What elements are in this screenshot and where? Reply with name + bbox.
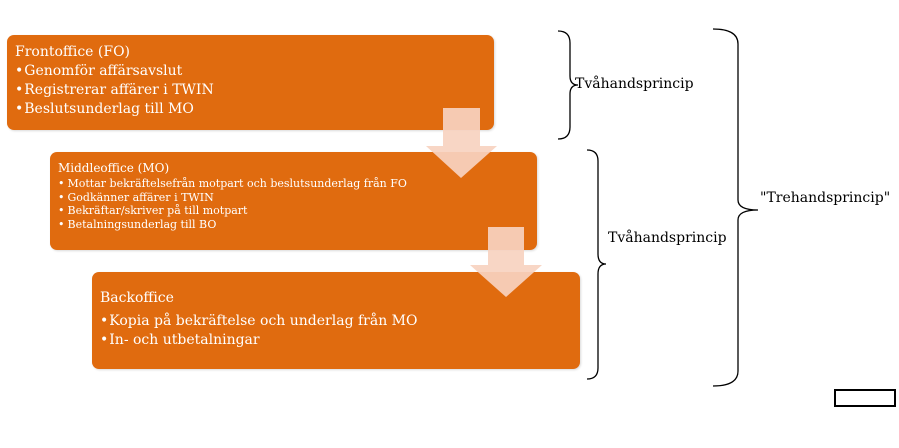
arrow-down-icon — [426, 108, 497, 178]
list-item: Bekräftar/skriver på till motpart — [58, 204, 529, 218]
arrow-down-icon — [470, 227, 542, 297]
backoffice-title: Backoffice — [100, 290, 174, 306]
two-hand-principle-label: Tvåhandsprincip — [608, 230, 727, 246]
brace-right-icon — [557, 30, 579, 140]
frontoffice-list: Genomför affärsavslut Registrerar affäre… — [15, 62, 486, 119]
frontoffice-box: Frontoffice (FO) Genomför affärsavslut R… — [7, 35, 494, 130]
list-item: Betalningsunderlag till BO — [58, 218, 529, 232]
two-hand-principle-label: Tvåhandsprincip — [575, 76, 694, 92]
frontoffice-title: Frontoffice (FO) — [15, 44, 131, 60]
list-item: Kopia på bekräftelse och underlag från M… — [100, 312, 572, 331]
list-item: In- och utbetalningar — [100, 331, 572, 350]
list-item: Mottar bekräftelsefrån motpart och beslu… — [58, 177, 529, 191]
brace-right-icon — [712, 28, 759, 387]
backoffice-list: Kopia på bekräftelse och underlag från M… — [100, 312, 572, 350]
list-item: Genomför affärsavslut — [15, 62, 486, 81]
three-hand-principle-label: "Trehandsprincip" — [760, 190, 891, 206]
list-item: Beslutsunderlag till MO — [15, 100, 486, 119]
middleoffice-title: Middleoffice (MO) — [58, 161, 170, 175]
brace-right-icon — [586, 149, 607, 380]
middleoffice-list: Mottar bekräftelsefrån motpart och beslu… — [58, 177, 529, 231]
list-item: Registrerar affärer i TWIN — [15, 81, 486, 100]
empty-frame — [834, 389, 896, 407]
list-item: Godkänner affärer i TWIN — [58, 191, 529, 205]
